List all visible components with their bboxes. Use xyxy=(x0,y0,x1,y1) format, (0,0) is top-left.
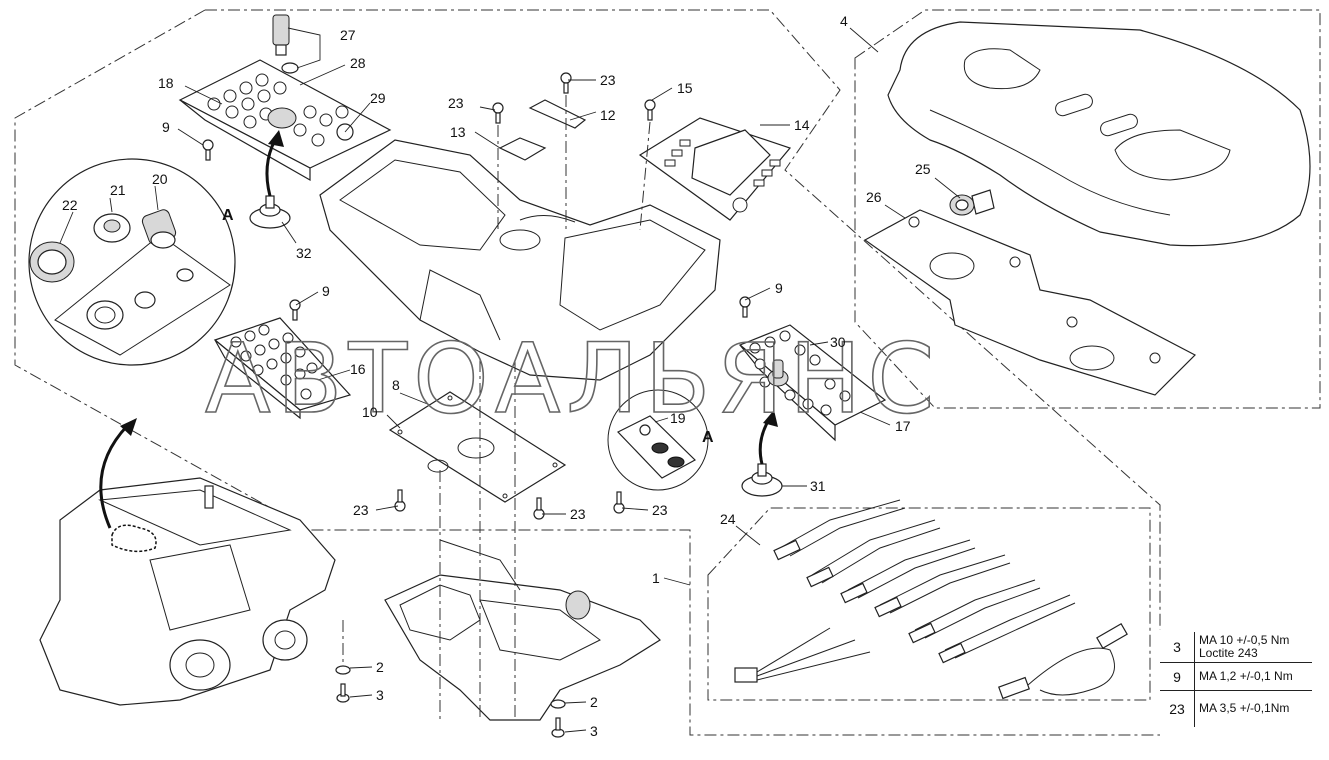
part-19-connector-plate xyxy=(607,389,709,491)
callout-21: 21 xyxy=(110,182,126,198)
main-housing xyxy=(319,139,721,381)
callout-23-a: 23 xyxy=(448,95,464,111)
part-16-keypad xyxy=(213,317,352,420)
callout-1: 1 xyxy=(652,570,660,586)
torque-spec: MA 10 +/-0,5 Nm Loctite 243 xyxy=(1194,632,1312,663)
detail-marker-left: A xyxy=(222,207,234,224)
callout-30: 30 xyxy=(830,334,846,350)
part-27-joystick-knob xyxy=(272,14,290,56)
callout-23-d: 23 xyxy=(570,506,586,522)
callout-2-a: 2 xyxy=(376,659,384,675)
callout-32: 32 xyxy=(296,245,312,261)
part-12-bracket xyxy=(528,99,587,129)
part-17-keypad xyxy=(738,324,887,442)
callout-labels: 27 28 18 29 9 20 21 22 32 23 13 23 12 15… xyxy=(62,13,931,739)
torque-value: MA 1,2 +/-0,1 Nm xyxy=(1194,662,1312,691)
callout-15: 15 xyxy=(677,80,693,96)
detail-a-circle xyxy=(28,158,236,366)
callout-25: 25 xyxy=(915,161,931,177)
callout-4: 4 xyxy=(840,13,848,29)
callout-19: 19 xyxy=(670,410,686,426)
part-26-gasket xyxy=(863,209,1197,396)
callout-13: 13 xyxy=(450,124,466,140)
callout-9-b: 9 xyxy=(322,283,330,299)
arrow-head-32 xyxy=(268,130,284,147)
watermark-text: АВТОАЛЬЯНС xyxy=(205,323,940,435)
torque-part-number: 3 xyxy=(1160,632,1195,663)
part-4-cover xyxy=(887,21,1311,247)
callout-3-b: 3 xyxy=(590,723,598,739)
arrow-head-31 xyxy=(763,410,778,427)
harness-group-boundary xyxy=(707,507,1151,701)
main-assembly-boundary xyxy=(205,9,1161,630)
callout-9-c: 9 xyxy=(775,280,783,296)
part-14-display xyxy=(638,117,792,221)
torque-value: MA 3,5 +/-0,1Nm xyxy=(1194,690,1312,727)
callout-18: 18 xyxy=(158,75,174,91)
callout-27: 27 xyxy=(340,27,356,43)
callout-2-b: 2 xyxy=(590,694,598,710)
keypad-18-buttons xyxy=(207,73,349,147)
part-31-boot xyxy=(741,463,783,497)
torque-value: MA 10 +/-0,5 Nm xyxy=(1199,633,1290,647)
location-arrow xyxy=(99,423,130,529)
torque-row: 3 MA 10 +/-0,5 Nm Loctite 243 xyxy=(1160,632,1312,663)
callout-17: 17 xyxy=(895,418,911,434)
cover-group-boundary xyxy=(854,9,1321,409)
callout-16: 16 xyxy=(350,361,366,377)
leader-lines xyxy=(59,27,961,733)
torque-row: 9 MA 1,2 +/-0,1 Nm xyxy=(1160,662,1312,691)
callout-12: 12 xyxy=(600,107,616,123)
main-assembly-boundary-left xyxy=(14,9,1160,736)
alignment-lines xyxy=(342,95,651,720)
callout-3-a: 3 xyxy=(376,687,384,703)
callout-28: 28 xyxy=(350,55,366,71)
part-28-nut xyxy=(281,62,299,74)
callout-8: 8 xyxy=(392,377,400,393)
part-24-harness-set xyxy=(734,499,1128,700)
callout-10: 10 xyxy=(362,404,378,420)
torque-spec-table: 3 MA 10 +/-0,5 Nm Loctite 243 9 MA 1,2 +… xyxy=(1160,632,1312,727)
part-13-plate xyxy=(498,137,547,161)
callout-22: 22 xyxy=(62,197,78,213)
part-32-boot xyxy=(249,195,291,229)
callout-26: 26 xyxy=(866,189,882,205)
paver-vehicle xyxy=(39,477,336,706)
callout-14: 14 xyxy=(794,117,810,133)
callout-31: 31 xyxy=(810,478,826,494)
torque-row: 23 MA 3,5 +/-0,1Nm xyxy=(1160,690,1312,727)
torque-part-number: 23 xyxy=(1160,690,1195,727)
callout-9-a: 9 xyxy=(162,119,170,135)
lower-frame xyxy=(384,539,661,721)
fasteners xyxy=(202,72,751,738)
torque-note: Loctite 243 xyxy=(1199,646,1258,660)
part-25-key-switch xyxy=(949,189,995,216)
callout-23-e: 23 xyxy=(652,502,668,518)
callout-23-b: 23 xyxy=(600,72,616,88)
callout-24: 24 xyxy=(720,511,736,527)
part-20-plug xyxy=(141,209,177,249)
detail-marker-right: A xyxy=(702,429,714,446)
part-18-keypad xyxy=(178,59,392,182)
callout-29: 29 xyxy=(370,90,386,106)
callout-20: 20 xyxy=(152,171,168,187)
callout-23-c: 23 xyxy=(353,502,369,518)
torque-part-number: 9 xyxy=(1160,662,1195,691)
location-arrow-head xyxy=(120,418,137,436)
